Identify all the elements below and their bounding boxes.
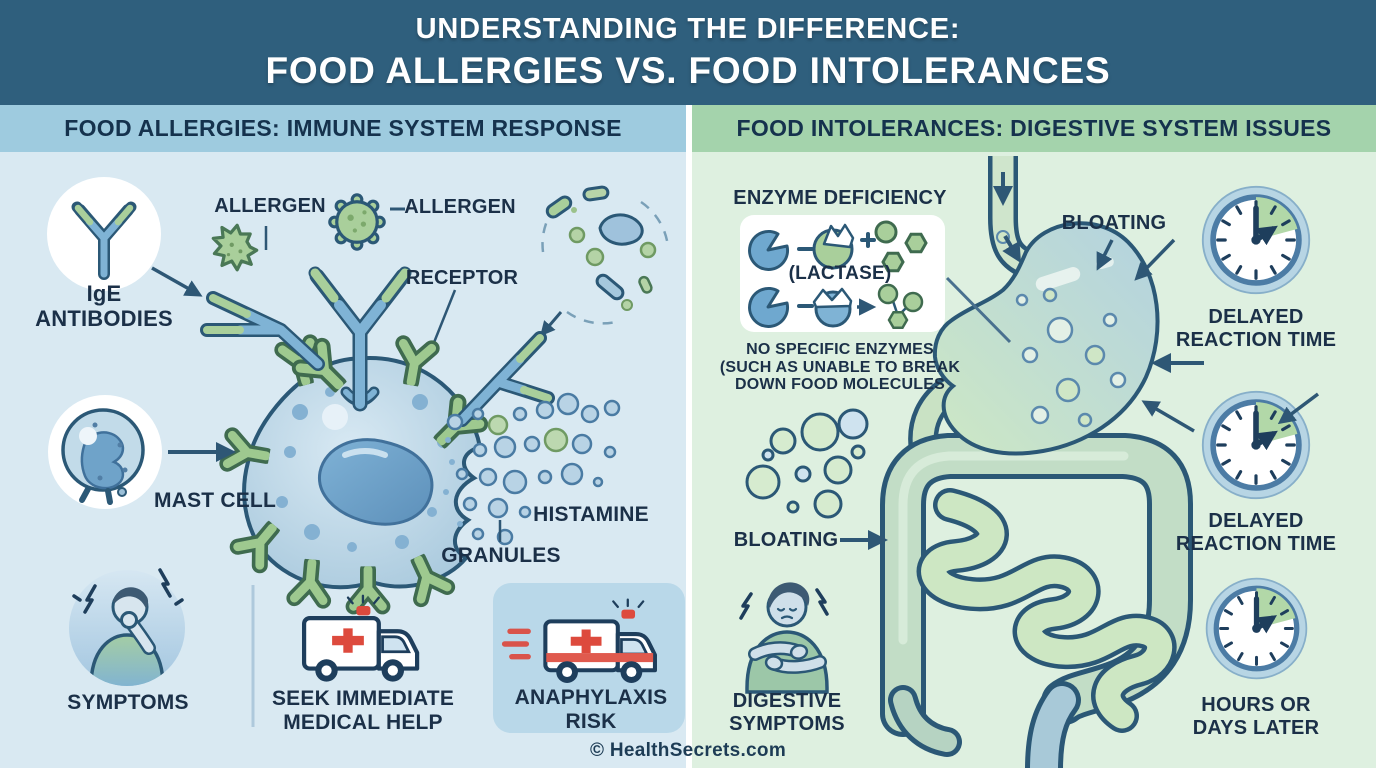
ige-antibodies-label: IgE ANTIBODIES	[35, 281, 173, 331]
column-divider	[686, 105, 692, 768]
title-line-2: FOOD ALLERGIES VS. FOOD INTOLERANCES	[265, 50, 1111, 91]
right-column-header: FOOD INTOLERANCES: DIGESTIVE SYSTEM ISSU…	[692, 105, 1376, 152]
bloating-left-label: BLOATING	[733, 529, 839, 551]
granules-label: GRANULES	[441, 544, 561, 567]
allergen-label-1: ALLERGEN	[214, 195, 326, 217]
no-enzymes-label: NO SPECIFIC ENZYMES (SUCH AS UNABLE TO B…	[719, 341, 961, 394]
allergen-label-2: ALLERGEN	[404, 196, 516, 218]
intolerances-panel	[692, 152, 1376, 768]
title-line-1: UNDERSTANDING THE DIFFERENCE:	[415, 13, 961, 45]
copyright-credit: © HealthSecrets.com	[589, 740, 787, 761]
lactase-label: (LACTASE)	[788, 263, 892, 284]
histamine-label: HISTAMINE	[533, 503, 649, 526]
title-banner: UNDERSTANDING THE DIFFERENCE: FOOD ALLER…	[0, 0, 1376, 105]
digestive-symptoms-label: DIGESTIVE SYMPTOMS	[729, 690, 845, 735]
left-column-header: FOOD ALLERGIES: IMMUNE SYSTEM RESPONSE	[0, 105, 686, 152]
allergies-panel	[0, 152, 686, 768]
receptor-label: RECEPTOR	[405, 267, 519, 289]
delayed-reaction-label-1: DELAYED REACTION TIME	[1175, 306, 1337, 351]
anaphylaxis-label: ANAPHYLAXIS RISK	[514, 686, 668, 733]
hours-days-label: HOURS OR DAYS LATER	[1192, 694, 1320, 739]
bloating-top-label: BLOATING	[1061, 212, 1167, 234]
delayed-reaction-label-2: DELAYED REACTION TIME	[1175, 510, 1337, 555]
mast-cell-label: MAST CELL	[154, 489, 276, 512]
enzyme-deficiency-label: ENZYME DEFICIENCY	[733, 187, 947, 209]
symptoms-label: SYMPTOMS	[67, 691, 189, 714]
seek-help-label: SEEK IMMEDIATE MEDICAL HELP	[271, 687, 455, 734]
